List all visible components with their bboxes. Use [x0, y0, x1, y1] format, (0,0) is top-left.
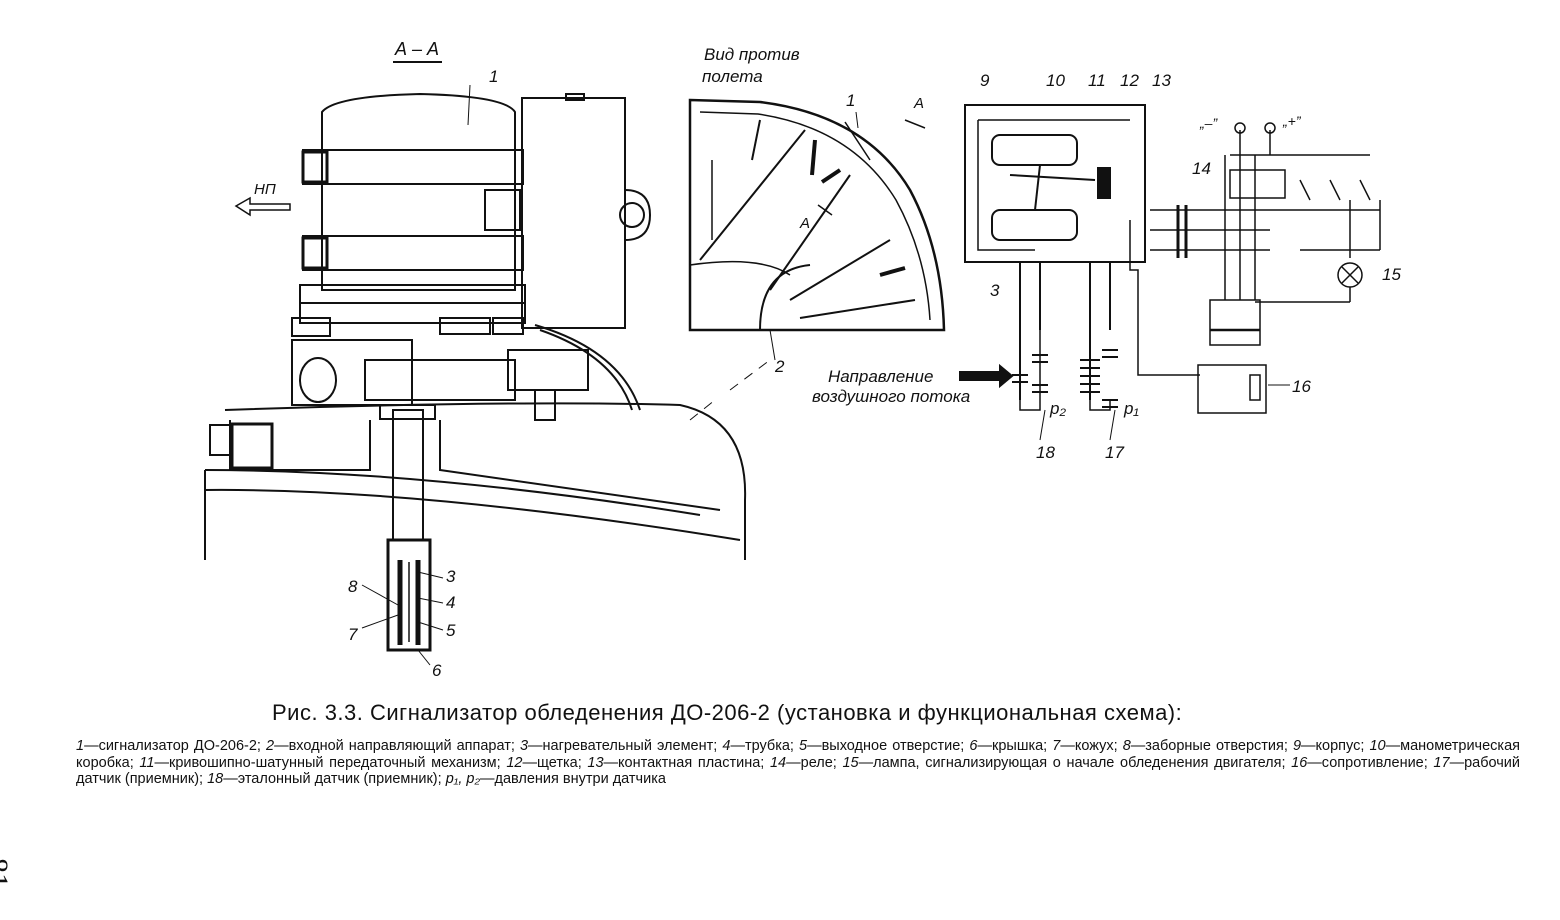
schematic-callout-12: 12 [1120, 71, 1139, 90]
callout-7: 7 [348, 625, 358, 644]
polarity-plus-label: „+” [1282, 113, 1302, 129]
legend-item-number: 17 [1433, 754, 1450, 771]
legend-item-text: —входной направляющий аппарат; [274, 738, 520, 754]
schematic-callout-13: 13 [1152, 71, 1171, 90]
legend-item: 5—выходное отверстие; [799, 738, 969, 754]
legend-item: 9—корпус; [1293, 738, 1369, 754]
legend-item: 15—лампа, сигнализирующая о начале облед… [842, 755, 1291, 771]
legend-item-number: 8 [1122, 738, 1131, 754]
legend-item-text: —трубка; [730, 738, 800, 754]
legend-item-text: —рабочий датчик (приемник); [76, 754, 1520, 788]
schematic-callout-14: 14 [1192, 159, 1211, 178]
schematic-callout-17: 17 [1105, 443, 1124, 462]
legend-item-number: 6 [969, 738, 978, 754]
inlet-guide-view [688, 98, 946, 421]
legend-item-number: 1 [76, 738, 85, 754]
legend-item-text: —сопротивление; [1307, 754, 1434, 771]
legend-item-number: 13 [587, 754, 604, 771]
schematic-callout-3: 3 [990, 281, 1000, 300]
legend-item-text: —заборные отверстия; [1130, 738, 1293, 754]
callout-1: 1 [489, 67, 498, 86]
callout-8: 8 [348, 577, 358, 596]
legend-item: 3—нагревательный элемент; [520, 738, 722, 754]
callout-4: 4 [446, 593, 455, 612]
legend-item-text: —лампа, сигнализирующая о начале обледен… [858, 754, 1292, 771]
legend-item-text: —эталонный датчик (приемник); [223, 771, 446, 787]
pressure-p2-label: p₂ [1049, 399, 1066, 418]
legend-item: 18—эталонный датчик (приемник); [207, 771, 446, 787]
legend-item: 14—реле; [770, 755, 843, 771]
legend-item-text: —нагревательный элемент; [528, 738, 723, 754]
legend-item-number: 12 [506, 754, 523, 771]
view-label-line1: Вид против [704, 45, 800, 64]
legend-item-number: 14 [769, 754, 787, 771]
schematic-callout-9: 9 [980, 71, 990, 90]
airflow-label-line1: Направление [828, 367, 933, 386]
legend-item-text: —щетка; [522, 754, 588, 771]
callout-3: 3 [446, 567, 456, 586]
legend-item-text: —манометрическая коробка; [76, 738, 1521, 771]
legend-item-text: —выходное отверстие; [807, 738, 970, 754]
section-label: А – А [394, 39, 439, 59]
view-callout-1: 1 [846, 91, 855, 110]
legend-item-number: 4 [722, 738, 731, 754]
legend-item-text: —реле; [786, 754, 843, 771]
legend-item: 17—рабочий датчик (приемник); [76, 755, 1520, 788]
legend-item-number: 5 [799, 738, 808, 754]
legend-item-number: 2 [266, 738, 275, 754]
view-callout-2: 2 [774, 357, 785, 376]
legend-item-text: —давления внутри датчика [480, 771, 666, 787]
legend-item: 1—сигнализатор ДО-206-2; [76, 738, 266, 754]
schematic-callout-15: 15 [1382, 265, 1401, 284]
legend-item: 4—трубка; [722, 738, 799, 754]
legend-item: 2—входной направляющий аппарат; [266, 738, 520, 754]
legend-item: 13—контактная пластина; [587, 755, 770, 771]
schematic-callout-18: 18 [1036, 443, 1055, 462]
figure-diagram: А – А Вид против полета НП А А Направлен… [204, 39, 1401, 680]
legend-item-text: —крышка; [977, 738, 1053, 754]
view-label-line2: полета [702, 67, 763, 86]
page-number: 81 [0, 858, 14, 888]
legend-item-number: p₁, p₂ [445, 771, 480, 787]
figure-caption-title: Рис. 3.3. Сигнализатор обледенения ДО-20… [272, 700, 1183, 725]
legend-item-number: 18 [207, 771, 224, 787]
legend-item-number: 11 [139, 754, 155, 771]
legend-item-text: —сигнализатор ДО-206-2; [84, 738, 266, 754]
callout-5: 5 [446, 621, 456, 640]
schematic-callout-11: 11 [1088, 71, 1106, 90]
figure-legend: 1—сигнализатор ДО-206-2; 2—входной напра… [76, 738, 1520, 788]
legend-item-text: —корпус; [1301, 738, 1370, 754]
legend-item: 16—сопротивление; [1291, 755, 1433, 771]
figure-labels: А – А Вид против полета НП А А Направлен… [254, 39, 1401, 680]
legend-item: 7—кожух; [1052, 738, 1122, 754]
section-cut-label-mid: А [799, 215, 810, 232]
legend-item-number: 15 [842, 754, 859, 771]
legend-item: p₁, p₂—давления внутри датчика [446, 771, 666, 787]
pressure-p1-label: p₁ [1123, 399, 1139, 418]
legend-item-number: 3 [519, 738, 529, 754]
installation-drawing [204, 61, 747, 666]
legend-item: 10—манометрическая коробка; [76, 738, 1520, 771]
legend-item: 8—заборные отверстия; [1123, 738, 1293, 754]
legend-item-number: 10 [1369, 738, 1386, 754]
legend-item: 12—щетка; [506, 755, 587, 771]
functional-schematic [959, 104, 1381, 441]
airflow-label-line2: воздушного потока [812, 387, 970, 406]
legend-item-number: 9 [1292, 738, 1302, 754]
np-label: НП [254, 181, 276, 198]
legend-item: 11—кривошипно-шатунный передаточный меха… [139, 755, 506, 771]
callout-6: 6 [432, 661, 442, 680]
schematic-callout-10: 10 [1046, 71, 1065, 90]
section-cut-label-top: А [913, 95, 924, 112]
legend-item-text: —кривошипно-шатунный передаточный механи… [154, 754, 507, 771]
polarity-minus-label: „–” [1199, 115, 1218, 131]
legend-item-text: —кожух; [1060, 738, 1123, 754]
legend-item: 6—крышка; [969, 738, 1052, 754]
legend-item-number: 16 [1291, 754, 1308, 771]
legend-item-text: —контактная пластина; [603, 754, 770, 771]
legend-item-number: 7 [1052, 738, 1061, 754]
schematic-callout-16: 16 [1292, 377, 1311, 396]
